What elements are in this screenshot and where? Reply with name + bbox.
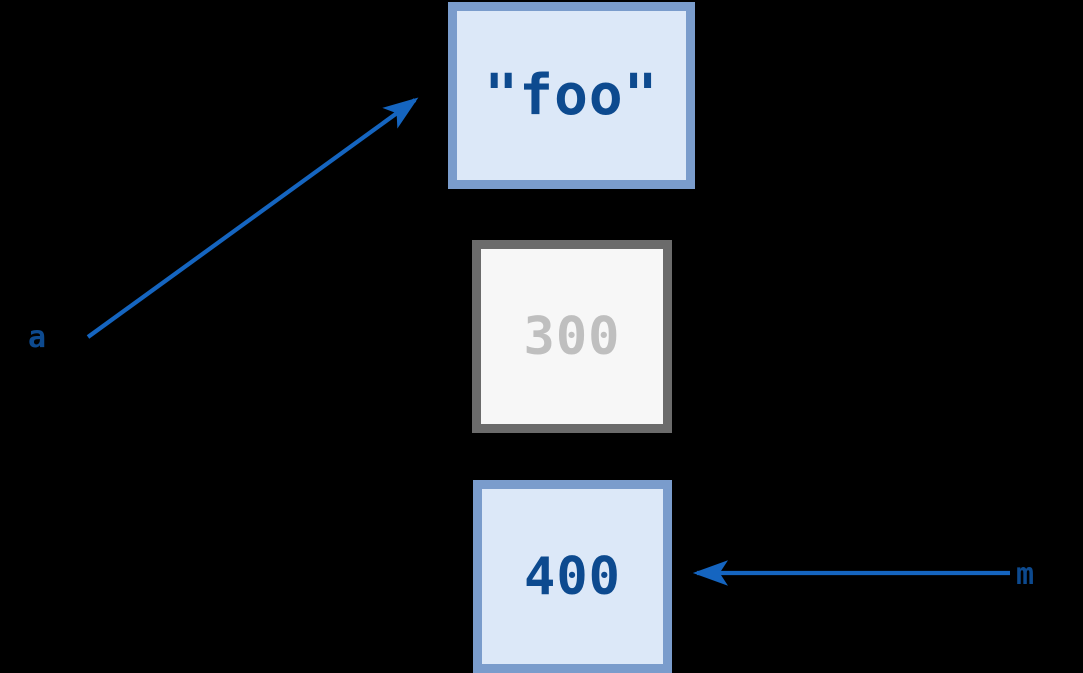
reference-label-m: m	[1016, 557, 1035, 592]
reference-label-a: a	[28, 320, 47, 355]
value-box-foo-text: "foo"	[484, 63, 659, 128]
arrow-a-to-foo	[86, 97, 419, 339]
value-box-four-hundred-text: 400	[523, 546, 622, 607]
value-box-foo[interactable]: "foo"	[448, 2, 695, 189]
value-box-three-hundred-text: 300	[523, 306, 621, 367]
value-box-four-hundred[interactable]: 400	[473, 480, 672, 673]
value-box-three-hundred[interactable]: 300	[472, 240, 672, 433]
